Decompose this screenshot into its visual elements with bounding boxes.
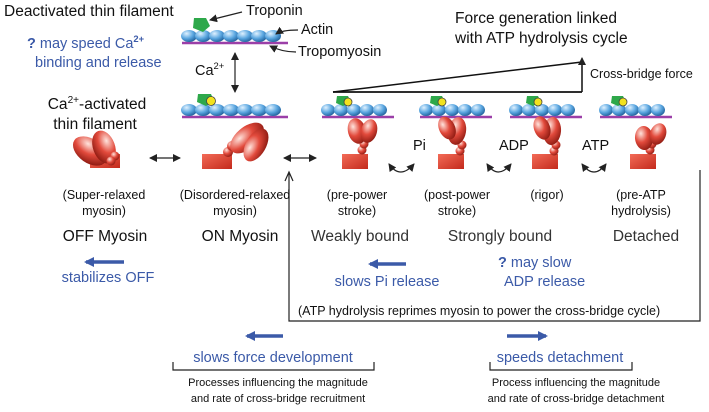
state-label: (Super-relaxed — [62, 188, 146, 202]
troponin-label: Troponin — [246, 3, 303, 19]
adp-release-arrow — [486, 163, 512, 173]
recruitment-line1: Processes influencing the magnitude — [188, 377, 368, 389]
atp-label: ATP — [582, 138, 610, 154]
activated-label-line1: Ca2+-activated — [47, 94, 147, 114]
actin-pointer — [275, 26, 299, 35]
may-slow-line2: ADP release — [504, 274, 586, 290]
may-slow-line1: ? may slow — [498, 255, 571, 272]
ca-label: Ca2+ — [195, 60, 225, 80]
tropomyosin-label: Tropomyosin — [298, 44, 382, 60]
may-slow-text: may slow — [510, 255, 572, 271]
slows-pi-label: slows Pi release — [334, 274, 440, 290]
state-label: (pre-ATP — [616, 188, 666, 202]
force-title-line1: Force generation linked — [455, 10, 617, 27]
state-label: myosin) — [213, 204, 257, 218]
detachment-underline — [489, 362, 633, 371]
question-mark: ? — [27, 36, 36, 52]
adp-label: ADP — [499, 138, 529, 154]
activated-ca: Ca — [47, 96, 68, 113]
state-label: stroke) — [437, 204, 477, 218]
deactivated-filament — [181, 18, 288, 45]
deactivated-title: Deactivated thin filament — [4, 3, 174, 20]
detachment-line2: and rate of cross-bridge detachment — [487, 393, 665, 405]
force-ramp — [332, 57, 586, 93]
cycle-return-bracket — [284, 170, 701, 322]
activated-sup: 2+ — [67, 94, 80, 106]
speed-ca-line2: binding and release — [35, 55, 162, 71]
myosin-pre-power-stroke — [342, 118, 378, 169]
myosin-detached — [630, 123, 667, 169]
crossbridge-force-label: Cross-bridge force — [590, 67, 693, 81]
activated-rest: -activated — [79, 96, 147, 113]
activated-filament-on — [181, 94, 288, 119]
state-label: stroke) — [337, 204, 377, 218]
myosin-post-power-stroke — [438, 116, 467, 169]
troponin-pointer — [209, 11, 243, 23]
pi-release-arrow — [388, 163, 415, 173]
question-mark: ? — [498, 255, 507, 271]
troponin-shape — [193, 18, 210, 32]
activated-label-line2: thin filament — [53, 116, 137, 133]
group-off: OFF Myosin — [62, 228, 148, 245]
speed-ca-line1: ? may speed Ca2+ — [27, 33, 145, 53]
detachment-line1: Process influencing the magnitude — [491, 377, 661, 389]
group-weak: Weakly bound — [311, 228, 409, 245]
myosin-super-relaxed — [72, 130, 120, 168]
myosin-rigor — [532, 116, 562, 169]
cycle-filaments — [321, 96, 672, 119]
speed-ca-text: may speed Ca — [39, 36, 134, 52]
state-label: myosin) — [82, 204, 126, 218]
stabilizes-off-label: stabilizes OFF — [61, 270, 155, 286]
recruitment-underline — [172, 362, 375, 371]
state-label: (Disordered-relaxed — [179, 188, 291, 202]
tropomyosin-pointer — [269, 45, 297, 53]
group-strong: Strongly bound — [447, 228, 553, 245]
slows-force-label: slows force development — [193, 350, 353, 366]
actin-label: Actin — [301, 22, 334, 38]
group-on: ON Myosin — [201, 228, 279, 245]
atp-binding-arrow — [581, 163, 607, 173]
reprime-note: (ATP hydrolysis reprimes myosin to power… — [298, 304, 661, 318]
state-label: (rigor) — [530, 188, 564, 202]
force-title-line2: with ATP hydrolysis cycle — [455, 30, 628, 47]
speeds-detach-label: speeds detachment — [496, 350, 624, 366]
ca-text: Ca — [195, 63, 214, 79]
group-detached: Detached — [612, 228, 680, 245]
myosin-disordered-relaxed — [202, 122, 269, 169]
pi-label: Pi — [413, 138, 426, 154]
speed-ca-sup: 2+ — [133, 33, 145, 45]
ca-sup: 2+ — [213, 60, 225, 72]
recruitment-line2: and rate of cross-bridge recruitment — [190, 393, 366, 405]
state-label: (pre-power — [326, 188, 388, 202]
state-label: (post-power — [424, 188, 490, 202]
state-label: hydrolysis) — [611, 204, 671, 218]
